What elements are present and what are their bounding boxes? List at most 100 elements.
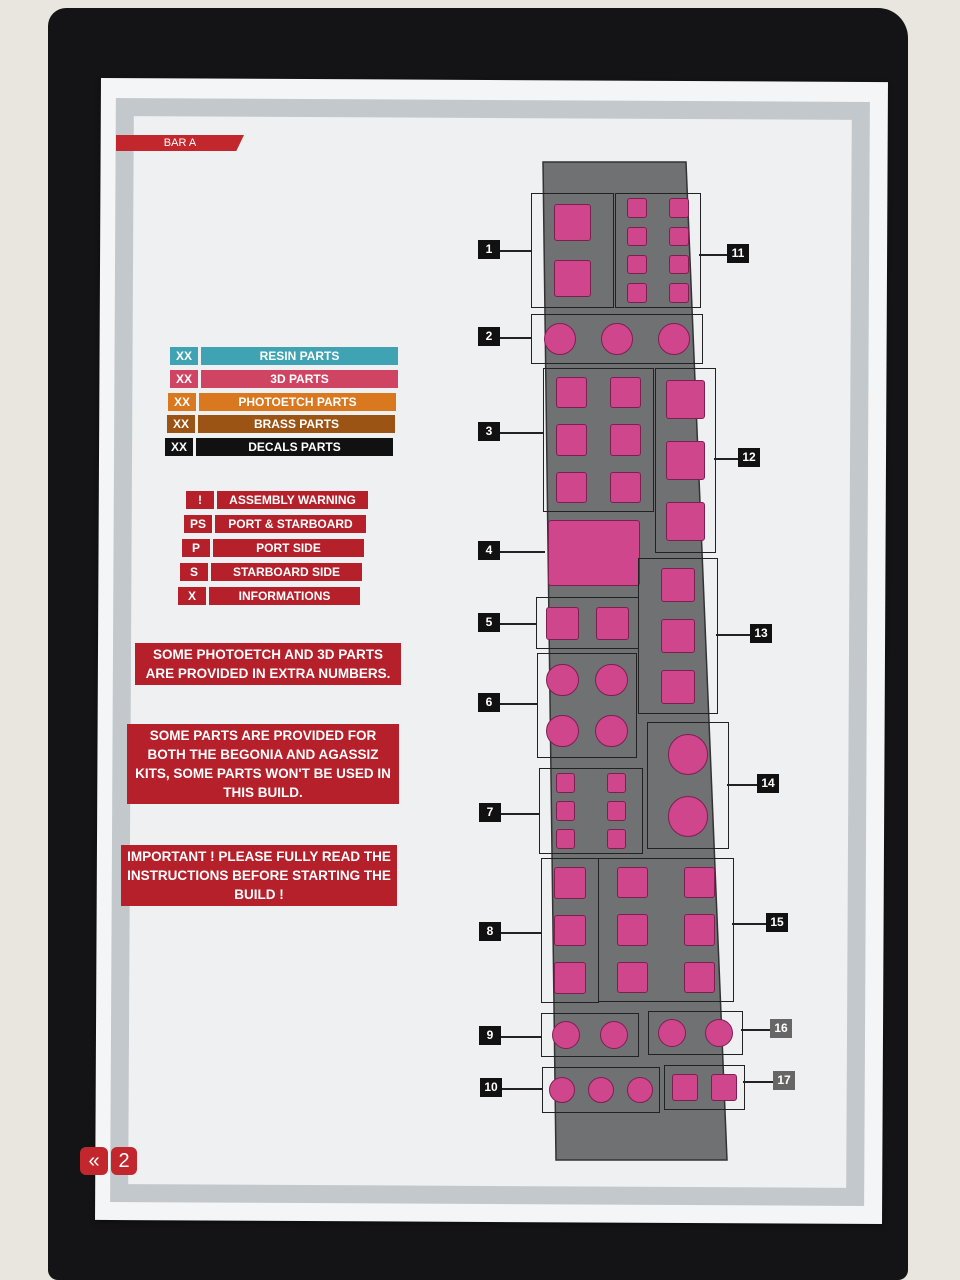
bar-title: BAR A: [116, 135, 244, 151]
leader-line: [500, 551, 545, 553]
leader-line: [500, 703, 537, 705]
part-piece: [588, 1077, 614, 1103]
part-piece: [616, 961, 649, 993]
legend-label: DECALS PARTS: [196, 438, 393, 456]
part-piece: [553, 260, 591, 298]
part-number-3: 3: [478, 422, 500, 441]
part-piece: [683, 914, 716, 946]
part-piece: [554, 867, 586, 899]
part-piece: [667, 733, 709, 775]
part-piece: [555, 801, 576, 821]
part-piece: [610, 376, 642, 409]
leader-line: [714, 458, 738, 460]
symbol-code: S: [180, 563, 208, 581]
part-piece: [555, 773, 576, 793]
part-piece: [606, 801, 627, 821]
part-piece: [667, 796, 709, 838]
part-piece: [546, 663, 579, 696]
symbol-label: ASSEMBLY WARNING: [217, 491, 368, 509]
legend-label: BRASS PARTS: [198, 415, 395, 433]
symbol-code: X: [178, 587, 206, 605]
part-piece: [546, 715, 579, 748]
part-piece: [661, 670, 695, 705]
part-piece: [606, 773, 627, 793]
leader-line: [500, 337, 531, 339]
symbol-label: PORT & STARBOARD: [215, 515, 366, 533]
part-piece: [555, 376, 587, 409]
part-piece: [704, 1018, 733, 1047]
part-piece: [606, 829, 627, 849]
legend-code: XX: [165, 438, 193, 456]
leader-line: [502, 1088, 542, 1090]
part-piece: [551, 1020, 580, 1049]
legend-label: PHOTOETCH PARTS: [199, 393, 396, 411]
part-piece: [595, 715, 628, 748]
previous-page-button[interactable]: «: [80, 1147, 108, 1175]
leader-line: [500, 623, 536, 625]
part-number-17: 17: [773, 1071, 795, 1090]
part-number-10: 10: [480, 1078, 502, 1097]
leader-line: [743, 1081, 773, 1083]
part-piece: [683, 866, 716, 899]
part-group-6: [537, 653, 637, 758]
part-piece: [657, 323, 690, 355]
leader-line: [500, 432, 543, 434]
part-piece: [669, 226, 689, 247]
part-piece: [545, 606, 579, 640]
part-group-16: [648, 1011, 743, 1055]
part-piece: [669, 283, 689, 303]
part-piece: [661, 619, 695, 653]
part-piece: [671, 1074, 698, 1101]
note-shared-parts: SOME PARTS ARE PROVIDED FOR BOTH THE BEG…: [127, 724, 399, 804]
part-number-9: 9: [479, 1026, 501, 1045]
part-piece: [616, 914, 649, 946]
part-piece: [666, 380, 705, 419]
part-piece: [627, 254, 647, 275]
part-piece: [610, 424, 642, 456]
legend-label: 3D PARTS: [201, 370, 398, 388]
symbol-row: !ASSEMBLY WARNING: [186, 491, 368, 509]
part-piece: [596, 606, 630, 640]
part-piece: [601, 323, 633, 355]
part-number-4: 4: [478, 541, 500, 560]
leader-line: [727, 784, 757, 786]
part-number-11: 11: [727, 244, 749, 263]
part-piece: [555, 829, 576, 849]
part-piece: [554, 914, 586, 947]
legend-label: RESIN PARTS: [201, 347, 398, 365]
part-piece: [616, 866, 649, 899]
part-group-9: [541, 1013, 639, 1057]
leader-line: [699, 254, 727, 256]
part-number-13: 13: [750, 624, 772, 643]
part-group-3: [543, 368, 654, 512]
part-piece: [627, 283, 647, 303]
part-piece: [544, 323, 577, 355]
part-group-12: [655, 368, 716, 553]
part-piece: [627, 226, 647, 247]
part-number-6: 6: [478, 693, 500, 712]
leader-line: [501, 813, 539, 815]
symbol-label: PORT SIDE: [213, 539, 364, 557]
part-group-14: [647, 722, 729, 849]
leader-line: [716, 634, 750, 636]
part-piece: [549, 1077, 576, 1103]
symbol-code: P: [182, 539, 210, 557]
legend-code: XX: [170, 370, 198, 388]
part-group-2: [531, 314, 703, 364]
part-piece: [669, 254, 689, 275]
leader-line: [501, 932, 541, 934]
part-piece: [555, 424, 587, 456]
part-group-10: [542, 1067, 660, 1113]
part-piece: [554, 962, 586, 994]
symbol-label: INFORMATIONS: [209, 587, 360, 605]
part-piece: [661, 567, 695, 602]
part-number-7: 7: [479, 803, 501, 822]
page-number: 2: [111, 1147, 137, 1175]
part-group-17: [664, 1065, 745, 1110]
